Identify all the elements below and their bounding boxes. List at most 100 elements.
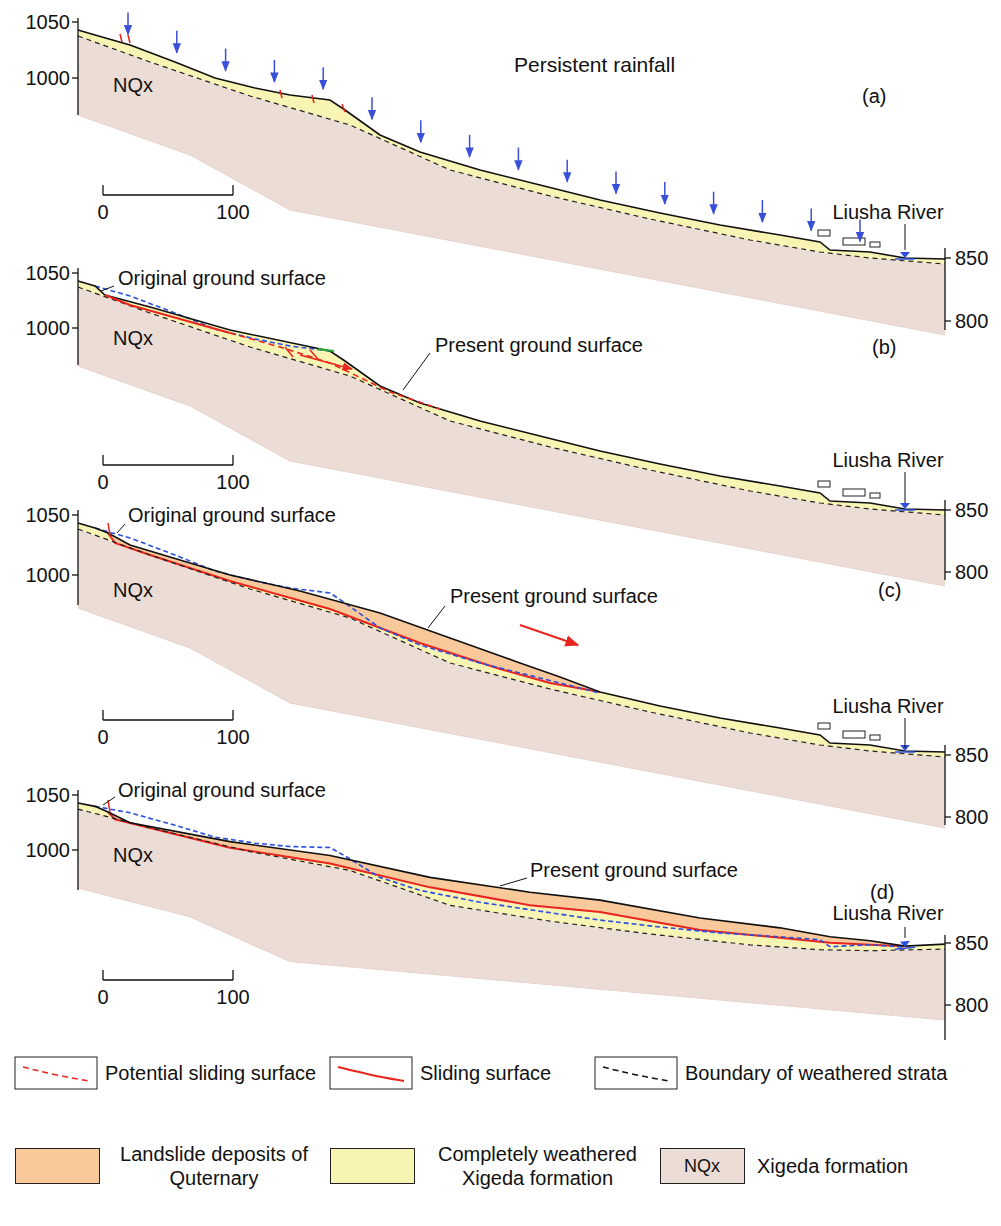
elevation-axis: [77, 268, 78, 365]
rain-arrow: [127, 12, 129, 34]
annotation: Persistent rainfall: [514, 53, 675, 77]
scale-value: 100: [216, 201, 249, 224]
bulge-mark: [318, 349, 334, 351]
cross-section-panel: [78, 281, 945, 586]
panel-letter: (d): [870, 881, 894, 904]
river-water: [895, 258, 915, 260]
legend-text: Completely weathered Xigeda formation: [425, 1142, 650, 1190]
axis-tick: [945, 816, 951, 817]
building: [843, 731, 865, 738]
river-water: [895, 947, 915, 949]
elevation-axis: [77, 790, 78, 890]
river-symbol: [900, 252, 910, 258]
bedrock-bottom: [78, 115, 945, 335]
scale-value: 0: [97, 726, 108, 749]
axis-tick: [945, 754, 951, 755]
legend-text: Xigeda formation: [757, 1154, 908, 1178]
scale-bar: [103, 719, 233, 720]
rain-arrow: [469, 135, 471, 157]
original-ground-surface: [95, 286, 330, 351]
leader-line: [103, 797, 115, 805]
leader-line: [117, 524, 125, 533]
weathering-boundary: [78, 721, 945, 1037]
legend-text: Potential sliding surface: [105, 1061, 316, 1085]
tension-crack: [312, 95, 314, 103]
axis-tick: [72, 77, 78, 78]
tension-crack: [310, 350, 317, 358]
formation-symbol: NQx: [113, 844, 153, 867]
leader-line: [403, 353, 430, 390]
rain-arrow: [371, 97, 373, 119]
scale-value: 0: [97, 201, 108, 224]
elevation-axis: [944, 745, 945, 825]
axis-tick: [72, 794, 78, 795]
scale-bar-tick: [232, 970, 233, 980]
axes: [72, 18, 951, 1040]
scale-bar-tick: [232, 185, 233, 195]
rain-arrow: [420, 120, 422, 142]
axis-tick: [945, 320, 951, 321]
axis-value: 1000: [26, 67, 71, 90]
landslide-deposit: [108, 533, 600, 692]
weathering-boundary: [78, 36, 945, 264]
original-ground-surface: [95, 528, 600, 693]
axis-tick: [72, 514, 78, 515]
rain-arrow: [859, 220, 861, 242]
axis-tick: [72, 574, 78, 575]
leader-line: [905, 224, 906, 250]
scale-bar-tick: [102, 455, 103, 465]
sliding-surface: [108, 731, 905, 1027]
xigeda-bedrock: [78, 529, 945, 828]
cross-section-panel: [78, 523, 945, 828]
weathering-boundary: [78, 529, 945, 757]
elevation-axis: [944, 935, 945, 1040]
panel-letter: (c): [878, 579, 901, 602]
annotation: Present ground surface: [435, 334, 643, 357]
weathered-layer: [78, 523, 945, 757]
axis-value: 800: [955, 310, 988, 333]
tension-crack: [128, 35, 130, 43]
scale-value: 100: [216, 726, 249, 749]
building: [818, 481, 830, 487]
weathered-layer: [78, 30, 945, 264]
axis-tick: [945, 571, 951, 572]
rain-arrow: [274, 60, 276, 82]
legend-text: Landslide deposits of Quternary: [108, 1142, 320, 1190]
leader-line: [905, 472, 906, 503]
axis-value: 1050: [26, 11, 71, 34]
scale-bar-tick: [102, 710, 103, 720]
axis-tick: [72, 272, 78, 273]
axis-tick: [72, 327, 78, 328]
scarp: [108, 523, 110, 535]
rain-arrow: [225, 49, 227, 71]
scale-value: 0: [97, 986, 108, 1009]
ground-surface: [78, 715, 945, 1032]
building: [870, 242, 880, 247]
sliding-surface: [108, 533, 600, 692]
rain-arrow: [322, 67, 324, 89]
potential-sliding-surface: [230, 333, 440, 409]
elevation-axis: [77, 18, 78, 115]
axis-value: 850: [955, 744, 988, 767]
legend-swatch: [330, 1148, 415, 1184]
tension-crack: [285, 347, 293, 357]
tension-crack: [120, 34, 122, 42]
river-name: Liusha River: [832, 695, 943, 718]
building: [818, 723, 830, 729]
river-water: [895, 509, 915, 511]
river-symbol: [900, 941, 910, 948]
scale-bar: [103, 979, 233, 980]
legend-samples: [15, 1057, 677, 1089]
legend-line: [338, 1067, 404, 1081]
formation-symbol: NQx: [113, 74, 153, 97]
weathered-layer: [78, 715, 945, 1037]
axis-value: 1050: [26, 784, 71, 807]
axis-value: 1050: [26, 262, 71, 285]
axis-tick: [72, 849, 78, 850]
legend-swatch: [15, 1148, 100, 1184]
rain-arrow: [566, 160, 568, 182]
axis-value: 1050: [26, 504, 71, 527]
scale-bar-tick: [102, 970, 103, 980]
